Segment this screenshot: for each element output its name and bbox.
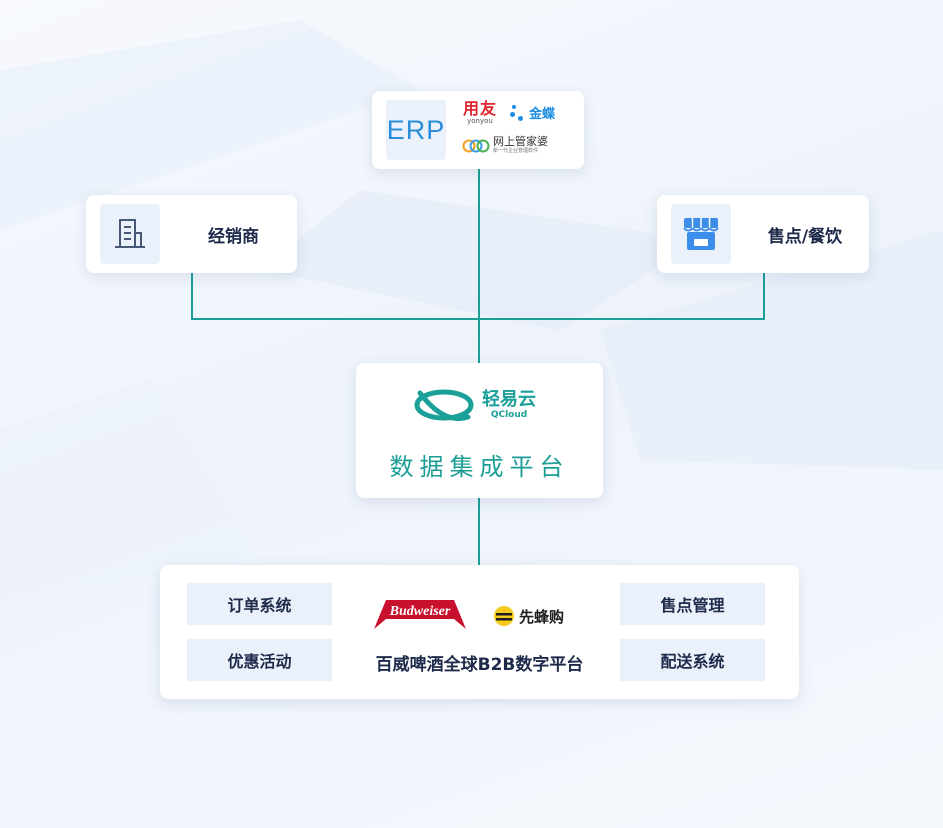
wsgjp-logo: 网上管家婆 新一代企业管理软件 — [462, 136, 548, 154]
feature-order-system: 订单系统 — [187, 583, 332, 625]
erp-tile: ERP — [386, 100, 446, 160]
xianfenggou-logo: 先蜂购 — [493, 605, 564, 627]
wsgjp-subtitle: 新一代企业管理软件 — [493, 148, 539, 154]
kingdee-logo: 金蝶 — [510, 103, 555, 122]
retail-label: 售点/餐饮 — [767, 226, 843, 247]
center-platform-title: 数据集成平台 — [389, 453, 570, 481]
connector-erp-to-center — [478, 169, 480, 363]
yonyou-name: 用友 — [462, 99, 497, 118]
yonyou-logo: 用友 yonyou — [460, 99, 500, 126]
erp-card: ERP 用友 yonyou 金蝶 网上管家婆 新一代企业管理软件 — [372, 91, 584, 169]
wsgjp-rings-icon — [462, 139, 490, 153]
connector-horizontal — [191, 318, 765, 320]
erp-label: ERP — [386, 114, 446, 145]
connector-retail — [763, 273, 765, 320]
bee-icon — [494, 606, 514, 626]
wsgjp-name: 网上管家婆 — [493, 135, 548, 148]
budweiser-wordmark: Budweiser — [389, 604, 451, 619]
dealer-icon-tile — [100, 204, 160, 264]
dealer-card: 经销商 — [86, 195, 297, 273]
qcloud-brand-en: QCloud — [490, 410, 528, 420]
qcloud-logo: 轻易云 QCloud — [410, 385, 536, 425]
xianfenggou-name: 先蜂购 — [519, 607, 565, 626]
storefront-icon — [683, 218, 719, 250]
building-icon — [115, 219, 145, 248]
yonyou-name-en: yonyou — [467, 117, 493, 125]
retail-icon-tile — [671, 204, 731, 264]
feature-promotion: 优惠活动 — [187, 639, 332, 681]
b2b-platform-title: 百威啤酒全球B2B数字平台 — [375, 655, 584, 675]
kingdee-name: 金蝶 — [529, 107, 556, 122]
budweiser-logo: Budweiser — [374, 597, 466, 635]
connector-dealer — [191, 273, 193, 320]
feature-pos-management: 售点管理 — [620, 583, 765, 625]
qcloud-brand-cn: 轻易云 — [482, 389, 536, 410]
retail-card: 售点/餐饮 — [657, 195, 869, 273]
center-platform-card: 轻易云 QCloud 数据集成平台 — [356, 363, 603, 498]
kingdee-dots-icon — [510, 104, 526, 122]
b2b-platform-card: 订单系统 优惠活动 售点管理 配送系统 Budweiser 先蜂购 百威啤酒全球… — [160, 565, 799, 699]
connector-center-to-bottom — [478, 498, 480, 565]
dealer-label: 经销商 — [208, 226, 259, 247]
qcloud-orbit-icon — [414, 389, 474, 421]
feature-delivery-system: 配送系统 — [620, 639, 765, 681]
